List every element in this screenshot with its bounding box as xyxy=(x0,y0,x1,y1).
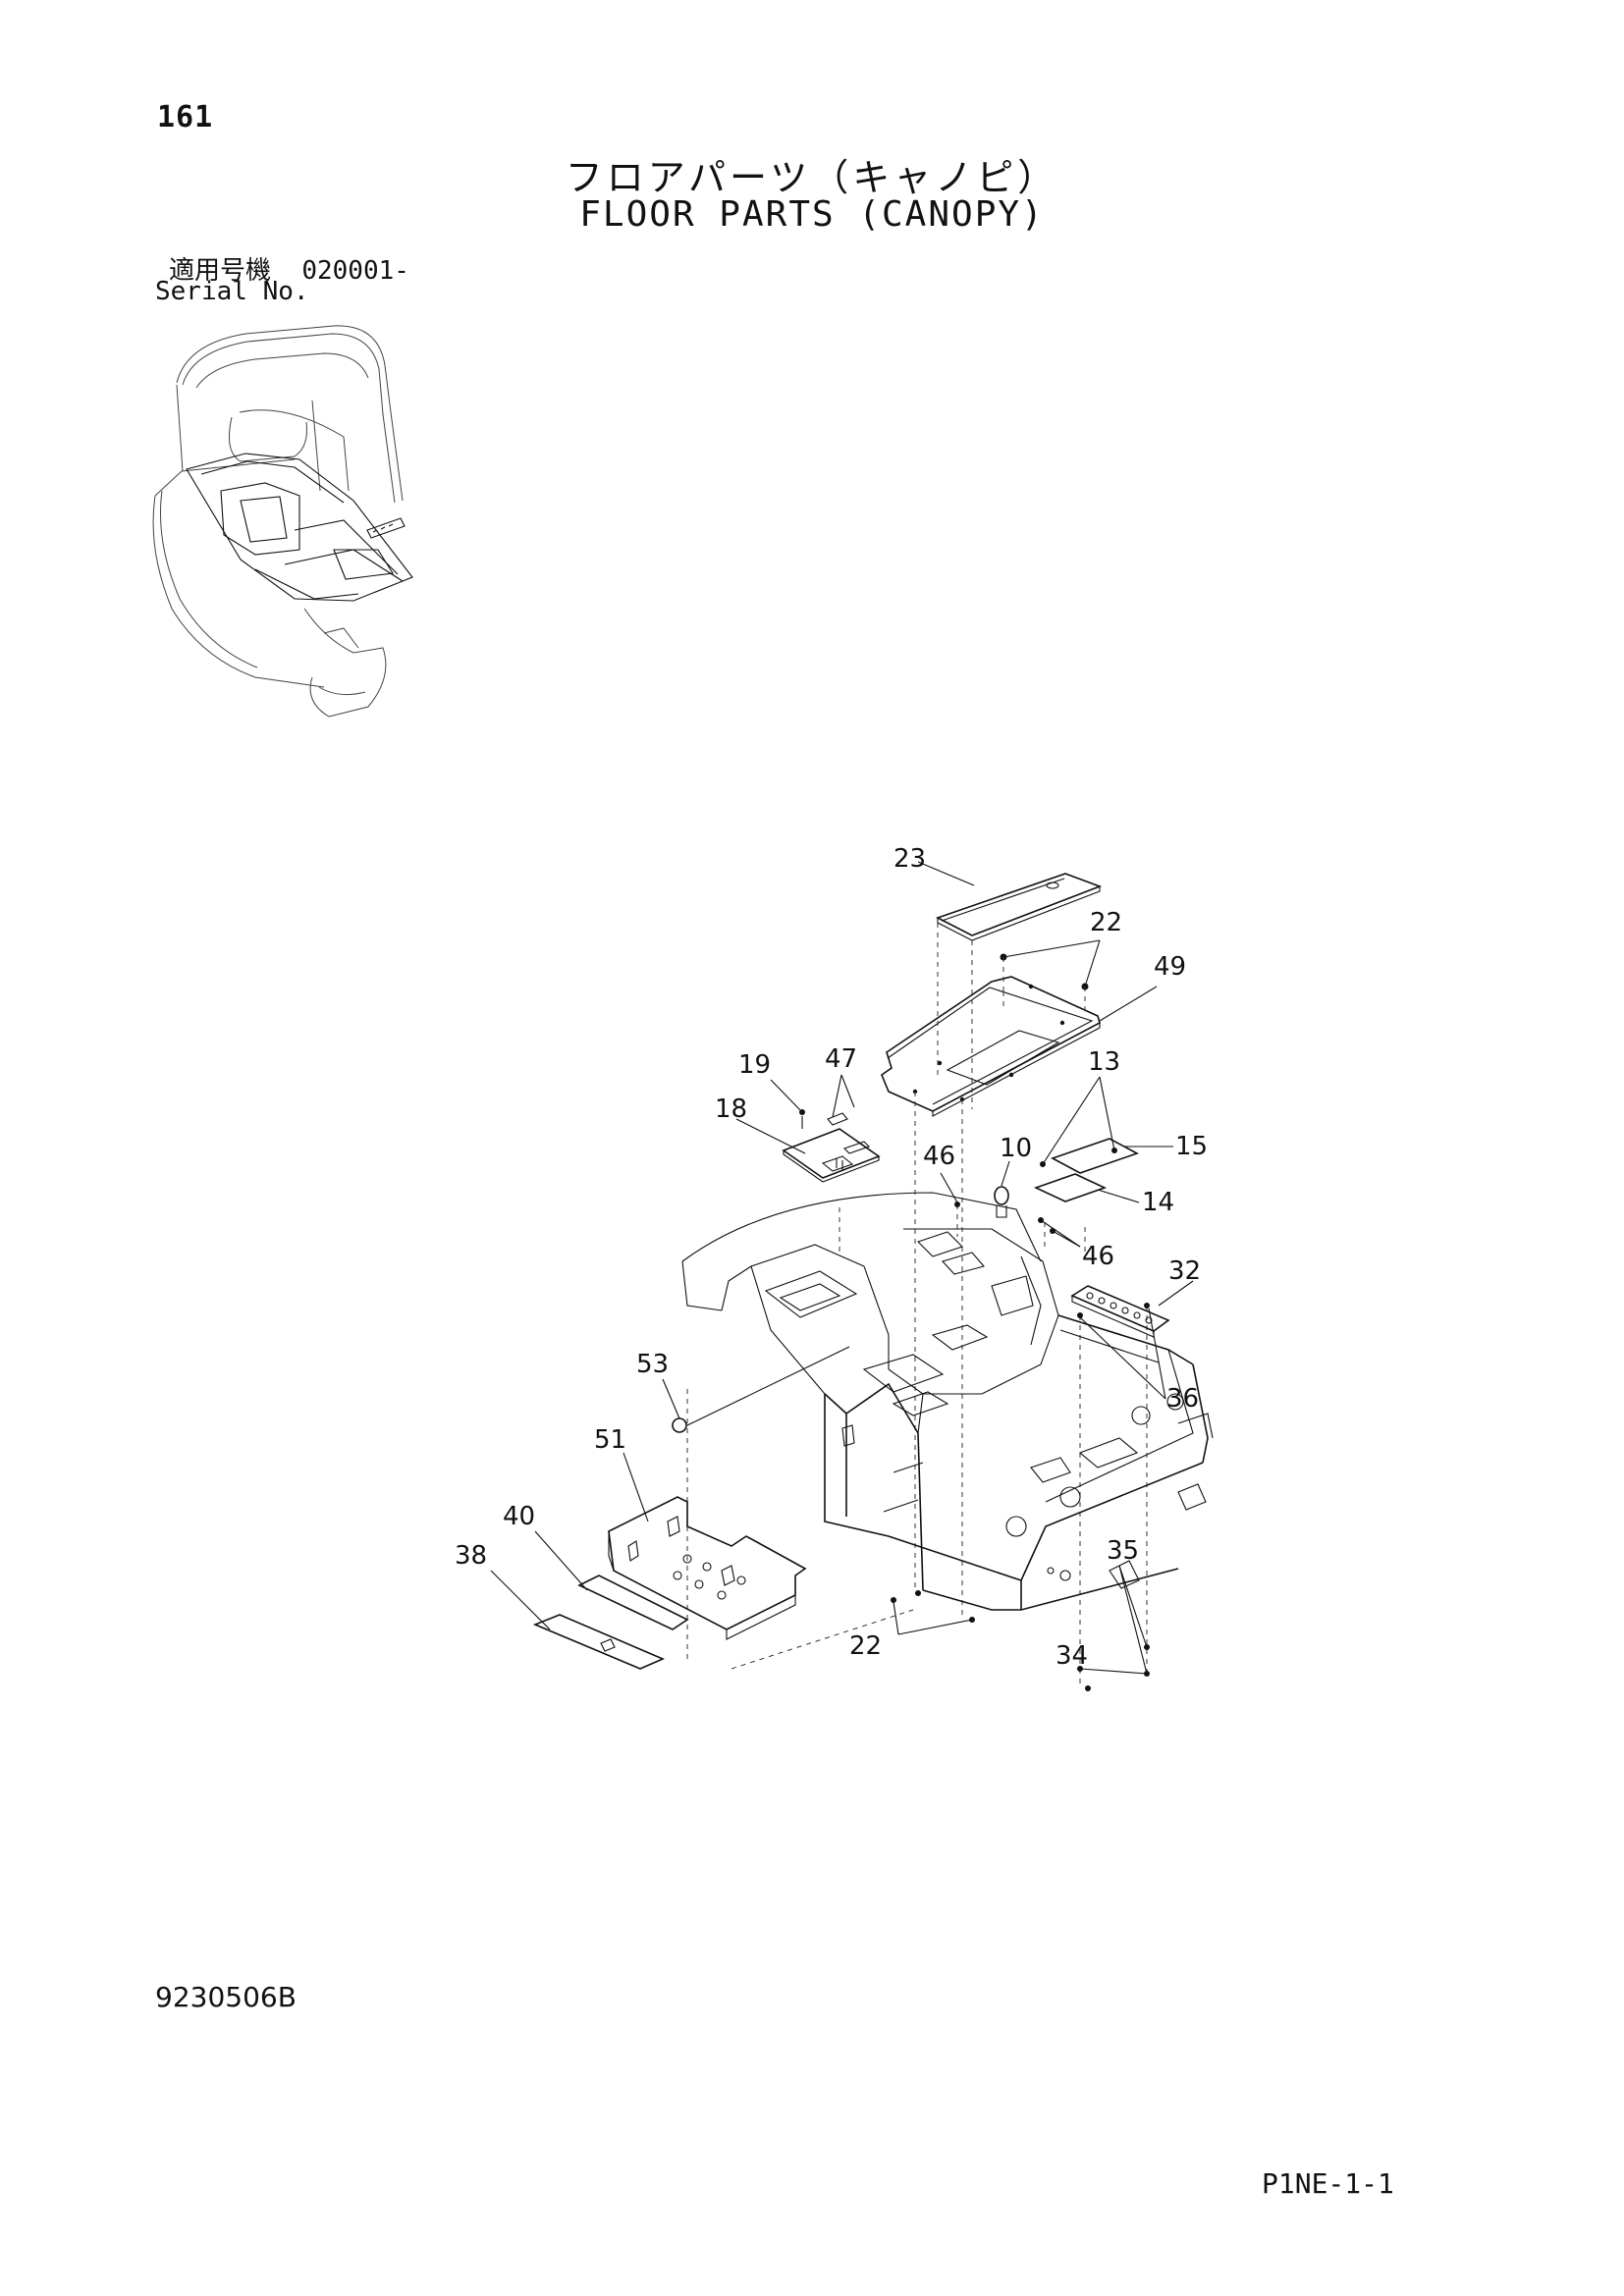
part-36-bolt xyxy=(1077,1312,1083,1318)
part-label-22-bottom: 22 xyxy=(849,1631,882,1661)
page-title-english: FLOOR PARTS (CANOPY) xyxy=(579,194,1045,235)
part-36-bolt xyxy=(1144,1303,1150,1308)
part-label-47: 47 xyxy=(825,1044,857,1074)
part-label-46-top: 46 xyxy=(923,1142,955,1171)
part-label-53: 53 xyxy=(636,1350,669,1379)
part-label-22-top: 22 xyxy=(1090,908,1122,937)
page-number: 161 xyxy=(157,100,214,134)
exploded-floor-diagram xyxy=(532,873,1214,1691)
part-49-floor-plate xyxy=(881,976,1101,1117)
page-title-japanese: フロアパーツ（キャノピ） xyxy=(565,156,1059,199)
machine-overview-thumbnail xyxy=(152,325,413,718)
part-label-35: 35 xyxy=(1107,1536,1139,1566)
part-14-plate xyxy=(1033,1173,1108,1202)
part-label-51: 51 xyxy=(594,1425,626,1455)
sheet-reference: P1NE-1-1 xyxy=(1262,2167,1394,2200)
serial-label-english: Serial No. xyxy=(155,277,309,306)
part-22-bolt xyxy=(915,1590,921,1596)
part-23-cover-plate xyxy=(935,873,1103,941)
part-47-clip xyxy=(827,1112,848,1126)
part-label-23: 23 xyxy=(893,844,926,874)
part-53-grommet xyxy=(672,1417,687,1433)
part-35-washer xyxy=(1085,1685,1091,1691)
part-40-strip xyxy=(577,1575,689,1630)
serial-label-japanese: 適用号機 xyxy=(169,256,272,286)
part-10-knob xyxy=(994,1186,1009,1218)
part-51-floor-bracket xyxy=(608,1496,807,1640)
part-label-40: 40 xyxy=(503,1502,535,1531)
serial-number-value: 020001- xyxy=(301,256,409,286)
part-label-36: 36 xyxy=(1166,1384,1199,1414)
part-label-14: 14 xyxy=(1142,1188,1174,1217)
part-label-19: 19 xyxy=(738,1050,771,1080)
part-22-bolt xyxy=(891,1597,896,1603)
part-46-screw xyxy=(954,1201,960,1207)
part-15-plate xyxy=(1051,1138,1139,1174)
main-floor-frame xyxy=(824,1314,1214,1611)
part-label-49: 49 xyxy=(1154,952,1186,982)
serial-line-japanese: 適用号機 020001- xyxy=(169,250,409,287)
part-label-46-right: 46 xyxy=(1082,1242,1114,1271)
part-label-18: 18 xyxy=(715,1095,747,1124)
part-32-bracket xyxy=(1070,1285,1170,1338)
part-label-15: 15 xyxy=(1175,1132,1208,1161)
part-38-mat xyxy=(532,1614,666,1670)
part-label-13: 13 xyxy=(1088,1047,1120,1077)
document-code: 9230506B xyxy=(155,1981,297,2013)
part-labels: 23 22 49 19 47 13 18 10 46 15 14 46 32 5… xyxy=(455,844,1208,1671)
part-label-34: 34 xyxy=(1056,1641,1088,1671)
part-label-32: 32 xyxy=(1168,1256,1201,1286)
part-label-10: 10 xyxy=(1000,1134,1032,1163)
part-label-38: 38 xyxy=(455,1541,487,1571)
leader-lines xyxy=(490,861,1194,1675)
part-18-console-plate xyxy=(782,1128,881,1183)
